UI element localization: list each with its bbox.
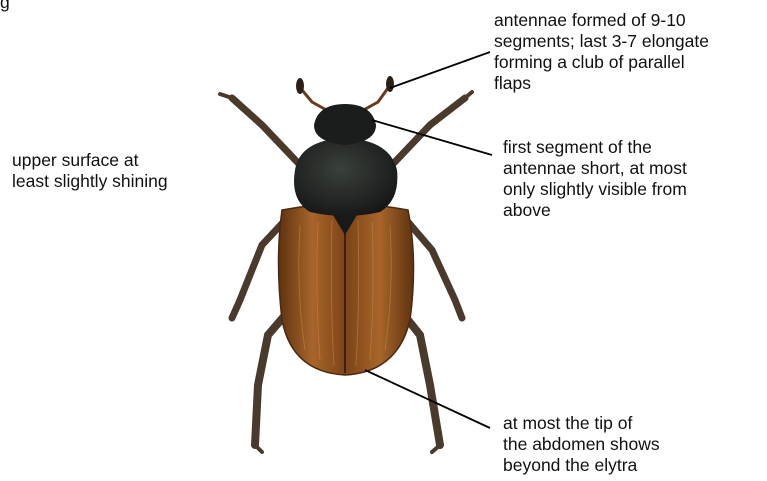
- pronotum: [294, 138, 397, 216]
- left-antenna-club: [296, 78, 304, 94]
- partial-caption-text: g: [0, 0, 10, 13]
- abdomen-tip-label: at most the tip of the abdomen shows bey…: [503, 413, 660, 476]
- upper-surface-label: upper surface at least slightly shining: [12, 150, 168, 192]
- head: [314, 104, 376, 145]
- antennae-label: antennae formed of 9-10 segments; last 3…: [494, 10, 709, 94]
- right-antenna-club: [386, 76, 394, 92]
- first-segment-label: first segment of the antennae short, at …: [503, 137, 687, 221]
